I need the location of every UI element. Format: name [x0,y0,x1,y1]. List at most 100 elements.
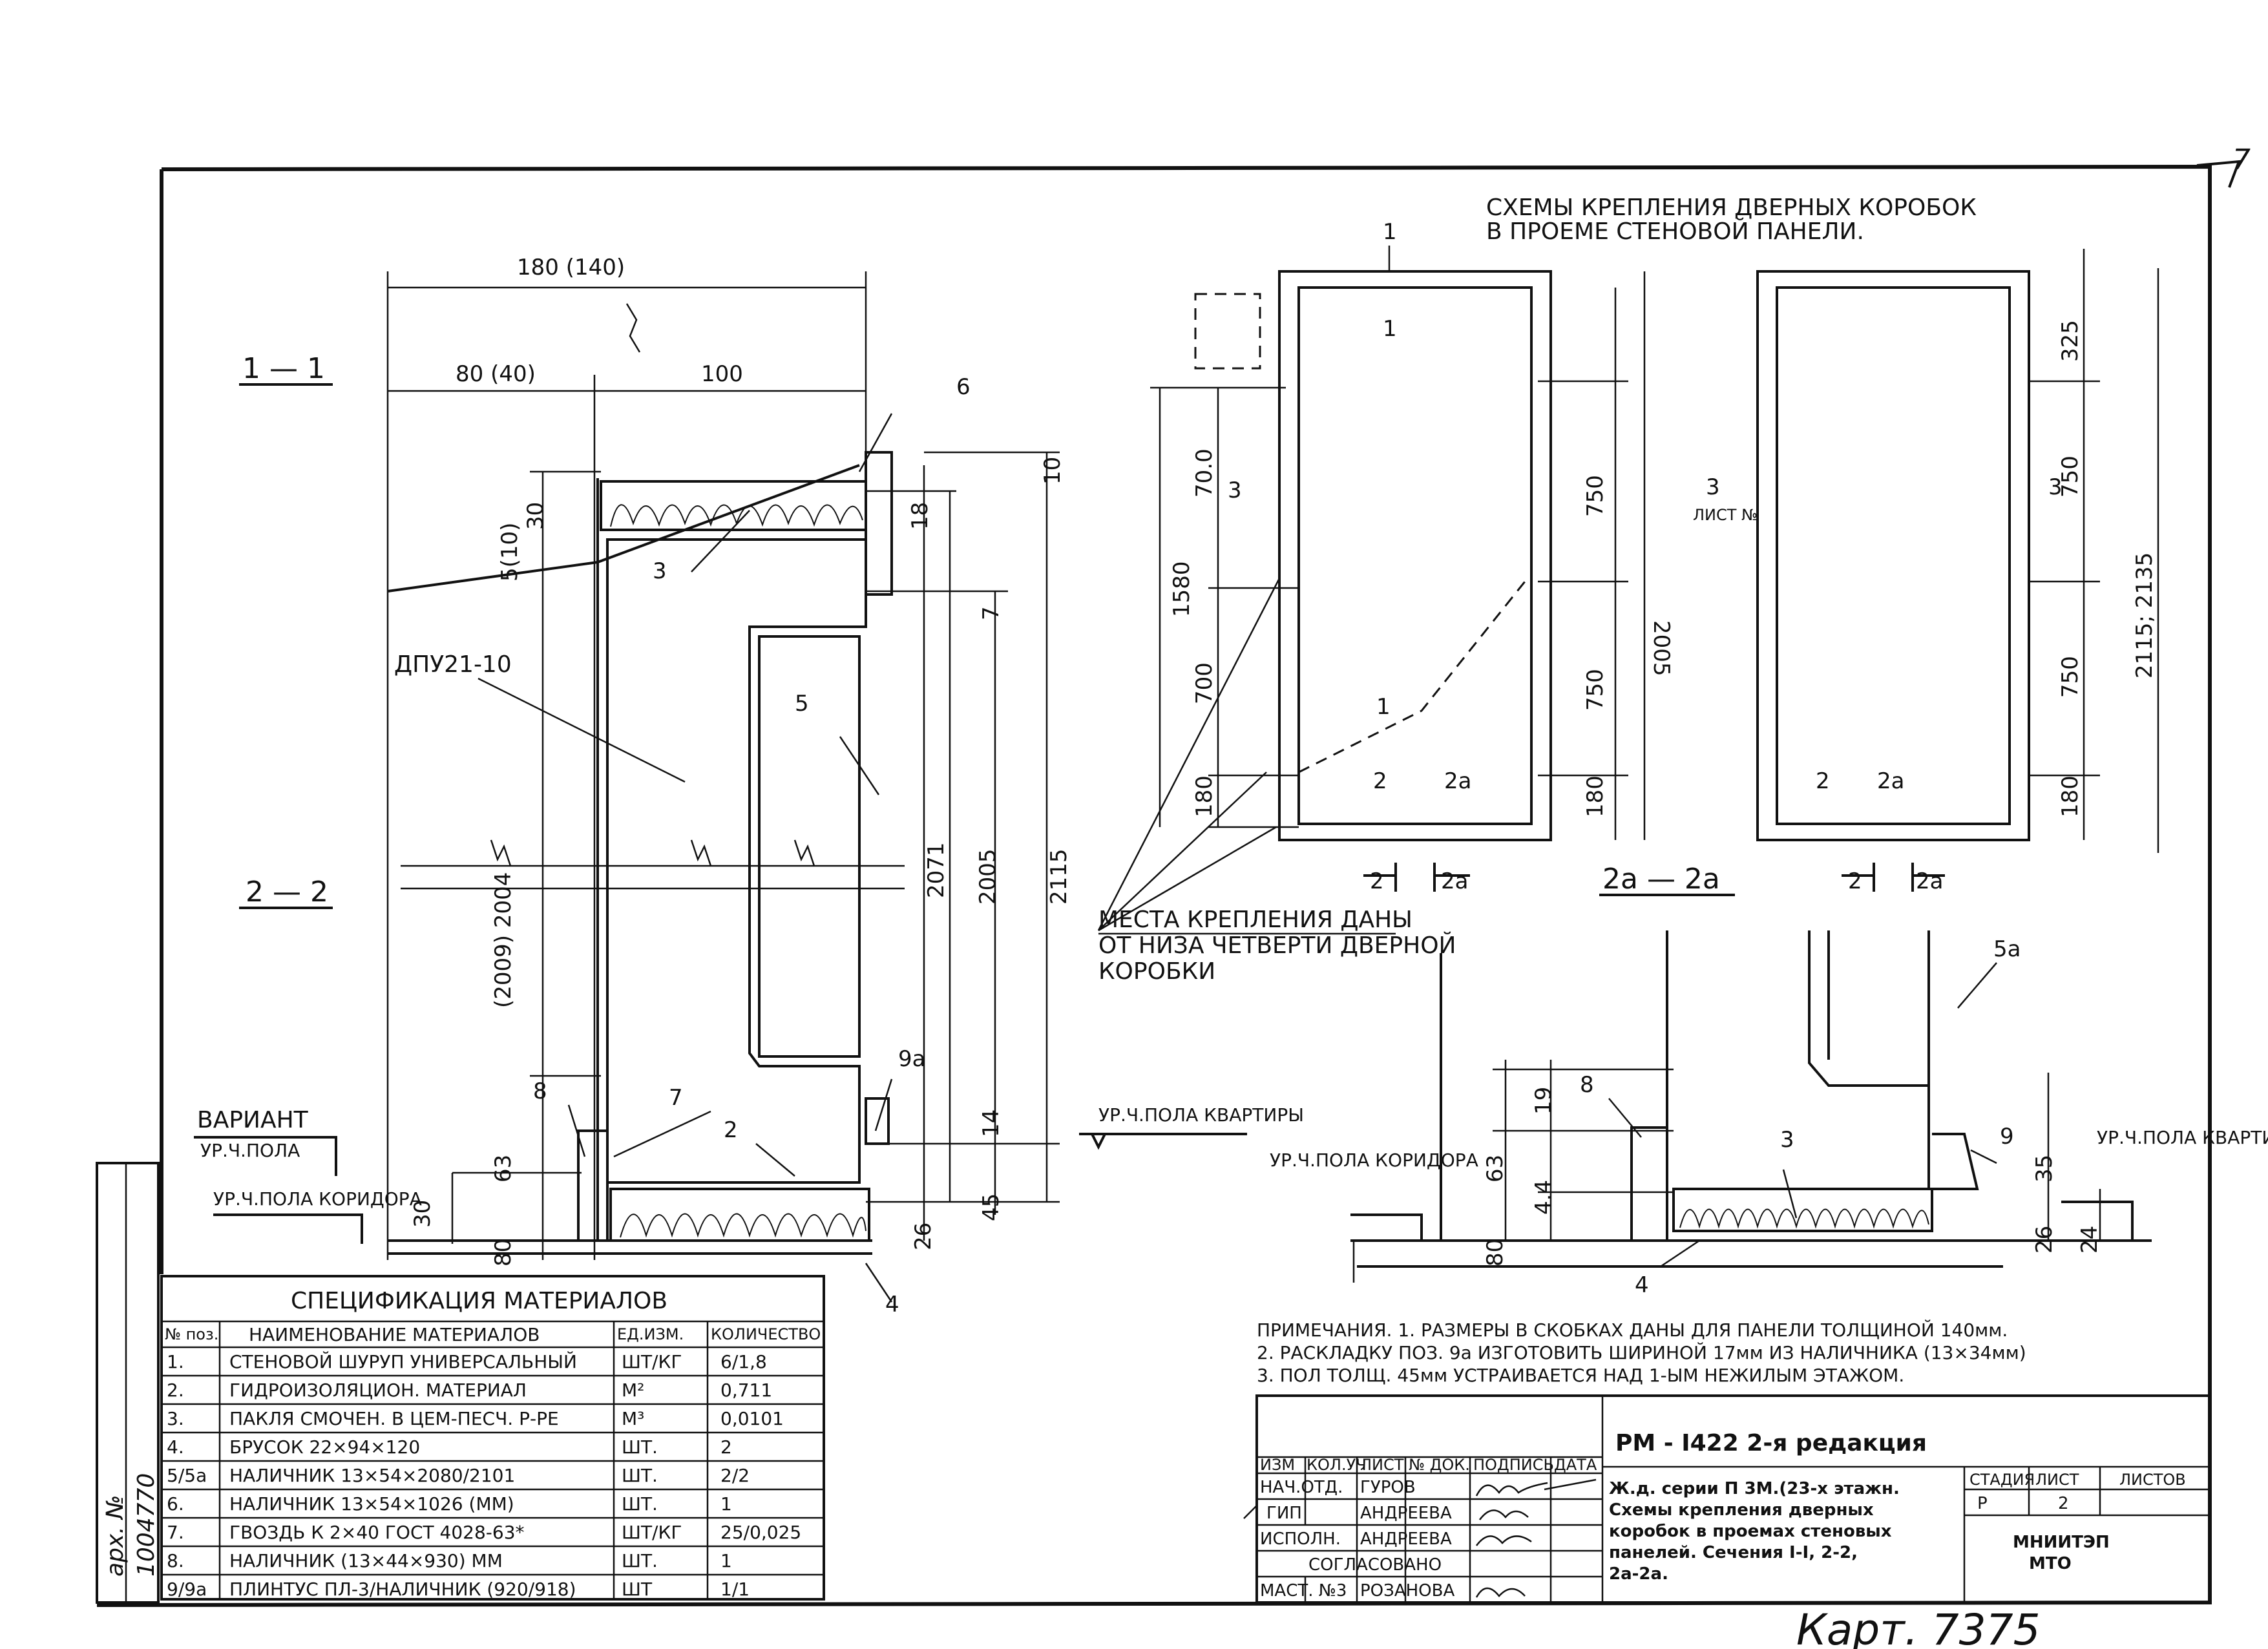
spec-cell-unit: М³ [622,1408,644,1429]
signatures [1243,1478,1597,1598]
dim-45: 45 [978,1193,1004,1221]
callout-2: 2 [724,1117,738,1143]
panel-label: ДПУ21-10 [394,651,512,678]
floor-level-label: УР.Ч.ПОЛА [200,1140,300,1161]
spec-cell-unit: М² [622,1380,644,1401]
elev-mark-2a-bottom: 2а [1441,868,1468,894]
stamp-name-3: АНДРЕЕВА [1360,1529,1452,1549]
spec-cell-qty: 25/0,025 [720,1522,801,1543]
elev-left-dim-180: 180 [1192,775,1217,817]
dim-14: 14 [978,1109,1004,1137]
sec2a-callout-8: 8 [1580,1072,1594,1098]
elev-right-mark-2: 2 [1816,768,1830,794]
spec-cell-unit: ШТ. [622,1550,658,1571]
spec-cell-name: ГИДРОИЗОЛЯЦИОН. МАТЕРИАЛ [229,1380,527,1401]
elev-mark-3: 3 [1228,478,1242,503]
stamp-role-5: МАСТ. №3 [1260,1581,1347,1601]
stamp-doc-code: РМ - I422 2-я редакция [1615,1430,1927,1456]
callout-4: 4 [885,1292,899,1318]
elev-left-dim-1580: 1580 [1169,561,1195,617]
spec-cell-name: ПЛИНТУС ПЛ-3/НАЛИЧНИК (920/918) [229,1579,576,1600]
stamp-role-3: ИСПОЛН. [1260,1529,1341,1549]
spec-cell-pos: 8. [167,1550,184,1571]
stamp-role-1: НАЧ.ОТД. [1260,1478,1343,1497]
spec-cell-name: НАЛИЧНИК 13×54×1026 (ММ) [229,1493,514,1515]
spec-hdr-name: НАИМЕНОВАНИЕ МАТЕРИАЛОВ [249,1324,540,1345]
elev-left-dim-750-bottom: 750 [1582,669,1608,711]
elevation-left-drawing [1097,246,1646,932]
stamp-stage-hdr: СТАДИЯ [1969,1471,2035,1489]
callout-9a: 9а [898,1046,925,1072]
spec-cell-unit: ШТ/КГ [622,1351,682,1372]
elev-mark-3-arrow: 3 [1706,474,1720,500]
section-2a-drawing [1350,930,2152,1283]
stamp-sheets-hdr: ЛИСТОВ [2119,1471,2186,1489]
dim-7: 7 [978,606,1004,620]
sec2a-dim-4-4: 4.4 [1531,1180,1557,1215]
elev-right-dim-2115-2135: 2115; 2135 [2132,552,2158,678]
section-2-2-label: 2 — 2 [246,876,328,909]
elev-left-dim-2005: 2005 [1648,620,1674,677]
dim-30-bottom: 30 [410,1200,436,1228]
spec-cell-unit: ШТ [622,1579,653,1600]
spec-cell-pos: 3. [167,1408,184,1429]
sec2a-apartment-label: УР.Ч.ПОЛА КВАРТИРЫ [2097,1127,2268,1148]
sec2a-dim-26: 26 [2032,1226,2057,1254]
elev-mark-sheet-no: ЛИСТ № [1693,506,1758,524]
stamp-org-1: МНИИТЭП [2013,1533,2110,1552]
side-archive-stamp [96,1162,160,1604]
mount-note-line3: КОРОБКИ [1098,958,1215,985]
sec2a-corridor-label: УР.Ч.ПОЛА КОРИДОРА [1270,1150,1478,1171]
spec-hdr-unit: ЕД.ИЗМ. [617,1325,684,1343]
dim-100: 100 [701,361,743,387]
card-number: Карт. 7375 [1796,1605,2041,1649]
spec-hdr-pos: № поз. [165,1325,218,1343]
elev-left-dim-700: 700 [1192,662,1217,704]
elev-mark-2: 2 [1373,768,1387,794]
elev-mark-1-inner: 1 [1383,316,1397,342]
callout-5: 5 [795,691,809,717]
callout-7: 7 [669,1085,683,1111]
note-line3: 3. ПОЛ ТОЛЩ. 45мм УСТРАИВАЕТСЯ НАД 1-ЫМ … [1257,1365,1904,1386]
note-line2: 2. РАСКЛАДКУ ПОЗ. 9а ИЗГОТОВИТЬ ШИРИНОЙ … [1257,1341,2026,1363]
elev-right-mark-3: 3 [2048,474,2063,500]
elev-right-dim-750-top: 750 [2057,456,2083,498]
spec-cell-name: БРУСОК 22×94×120 [229,1436,420,1458]
dim-2005: 2005 [975,848,1001,905]
sec2a-dim-63: 63 [1482,1155,1508,1182]
dim-2009-2004: (2009) 2004 [490,872,516,1008]
spec-hdr-qty: КОЛИЧЕСТВО [711,1325,821,1343]
stamp-name-1: ГУРОВ [1360,1478,1416,1497]
spec-cell-qty: 1 [720,1550,732,1571]
elev-mark-1-mid: 1 [1376,694,1391,720]
elev-left-dim-700-top: 70.0 [1192,448,1217,498]
stamp-name-2: АНДРЕЕВА [1360,1504,1452,1523]
elev-left-dim-180-right: 180 [1582,775,1608,817]
elev-mark-1-top: 1 [1383,219,1397,245]
callout-8: 8 [533,1078,547,1104]
spec-cell-pos: 9/9а [167,1579,207,1600]
callout-3: 3 [653,558,667,584]
stamp-desc-2: Схемы крепления дверных [1609,1500,1874,1520]
main-title-line2: В ПРОЕМЕ СТЕНОВОЙ ПАНЕЛИ. [1486,218,1864,245]
spec-cell-name: НАЛИЧНИК (13×44×930) ММ [229,1550,503,1571]
stamp-desc-4: панелей. Сечения I-I, 2-2, [1609,1543,1858,1562]
sec2a-dim-24: 24 [2077,1226,2103,1254]
spec-cell-qty: 2 [720,1436,732,1458]
dim-2071: 2071 [923,842,949,898]
spec-cell-name: ГВОЗДЬ К 2×40 ГОСТ 4028-63* [229,1522,525,1543]
stamp-hdr-izm: ИЗМ [1260,1456,1295,1474]
stamp-hdr-sign: ПОДПИСЬ [1473,1456,1554,1474]
stamp-hdr-date: ДАТА [1554,1456,1597,1474]
dim-80: 80 [490,1239,516,1266]
callout-6: 6 [956,374,971,400]
spec-cell-qty: 2/2 [720,1465,750,1486]
dim-26: 26 [910,1223,936,1250]
stamp-desc-5: 2а-2а. [1609,1564,1668,1584]
stamp-stage-value: Р [1977,1494,1988,1513]
dim-18: 18 [907,502,933,530]
stamp-sheet-value: 2 [2058,1494,2069,1513]
sec2a-callout-9: 9 [2000,1124,2014,1150]
sheet-number: 7 [2232,143,2251,176]
stamp-hdr-kol: КОЛ.УЧ [1307,1456,1367,1474]
